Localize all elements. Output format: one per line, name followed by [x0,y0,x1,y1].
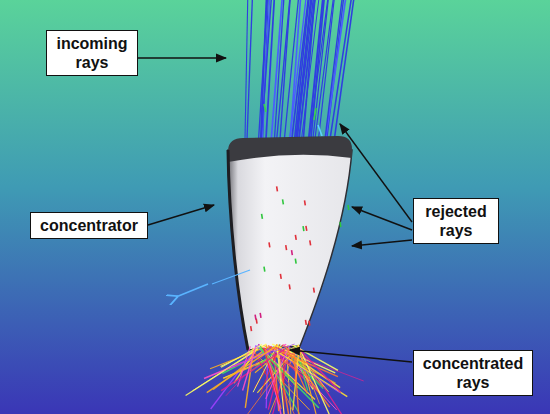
ray-hit-mark [261,214,263,219]
incoming-ray [324,0,343,151]
ray-hit-mark [313,288,315,293]
incoming-ray [333,0,354,146]
concentrated-ray [297,345,319,404]
ray-hit-mark [291,250,293,255]
escaping-ray [176,284,208,297]
concentrator-edge [228,150,248,350]
concentrated-ray [264,347,280,404]
rejected-ray [318,125,322,136]
callout-label: concentrator [37,216,141,235]
concentrated-ray [211,344,260,409]
ray-hit-mark [347,205,349,210]
leader-arrow [148,205,214,225]
ray-hit-mark [259,313,261,318]
ray-hit-mark [302,226,304,231]
incoming-ray [293,0,309,153]
incoming-ray [270,0,282,154]
ray-hit-mark [305,320,307,325]
incoming-ray-bundle [245,0,354,155]
callout-box: incoming rays [46,30,138,76]
ray-hit-mark [254,315,256,320]
ray-hit-mark [309,240,311,245]
callout-label: concentrated rays [420,354,526,392]
ray-hit-mark [250,326,252,331]
ray-hit-mark [263,267,265,272]
concentrated-ray [298,345,331,414]
rejected-ray [314,108,316,120]
concentrator-body [228,136,352,350]
ray-hit-marks [251,186,349,331]
leader-arrow [134,57,226,58]
concentrated-ray [277,349,286,414]
concentrated-ray [243,347,256,390]
ray-hit-mark [268,242,270,247]
incoming-ray [274,0,284,148]
incoming-ray [295,0,314,153]
ray-hit-mark [282,199,284,204]
rejected-ray [264,104,266,112]
escaping-ray [212,270,250,284]
concentrated-ray [264,348,279,405]
incoming-ray [245,0,248,147]
callout-box: concentrated rays [413,350,533,396]
leader-arrow [352,240,412,246]
ray-hit-mark [288,284,290,289]
concentrator-wall [228,150,352,350]
concentrated-ray [207,345,278,392]
ray-hit-mark [339,222,341,227]
concentrated-ray [294,348,300,414]
leader-lines [134,58,412,362]
concentrated-ray [193,349,258,391]
ray-hit-mark [276,186,278,191]
callout-box: concentrator [30,212,148,239]
leader-arrow [352,207,412,230]
ray-hit-mark [285,245,287,250]
ray-hit-mark [304,200,306,205]
leader-arrow [340,124,412,222]
ray-hit-mark [280,274,282,279]
leader-arrow [290,350,412,362]
callout-label: incoming rays [53,34,131,72]
callout-label: rejected rays [420,202,492,240]
incoming-ray [258,0,268,150]
ray-hit-mark [295,259,297,264]
callout-box: rejected rays [413,198,499,244]
ray-hit-mark [305,226,307,231]
ray-hit-mark [295,235,297,240]
incoming-ray [314,0,334,150]
ray-hit-mark [308,321,310,326]
concentrator-rim [228,136,352,162]
concentrated-ray [247,349,295,414]
